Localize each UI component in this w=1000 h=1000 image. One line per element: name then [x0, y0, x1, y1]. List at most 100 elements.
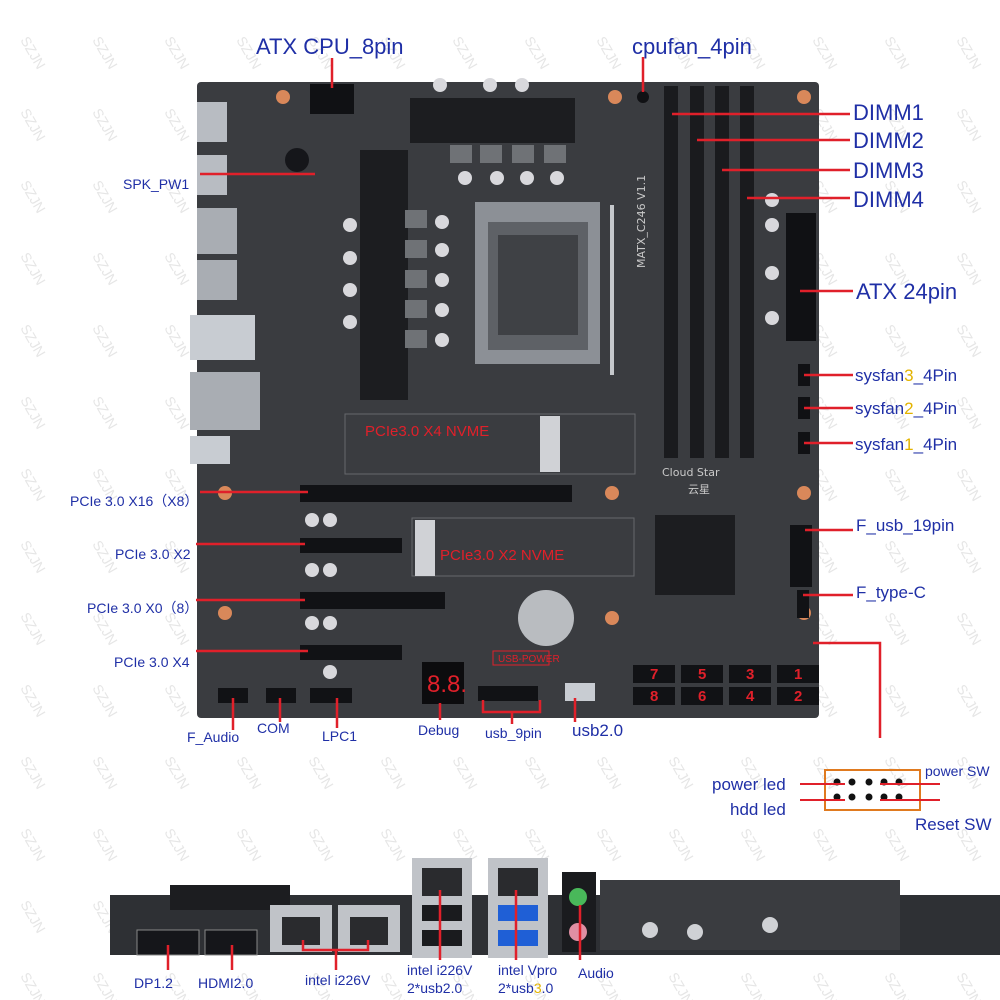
audio-jack-pink: [569, 923, 587, 941]
usb2-port-b: [422, 930, 462, 946]
label-sysfan2: sysfan2_4Pin: [855, 399, 957, 418]
f-type-c-header: [797, 590, 809, 618]
dimm-slot-4: [740, 86, 754, 458]
label-hdmi: HDMI2.0: [198, 975, 253, 991]
watermark-text: SZJN: [881, 682, 912, 720]
board-model-text: MATX_C246 V1.1: [635, 175, 648, 268]
sata-port-number: 6: [698, 688, 706, 705]
sata-port: [633, 687, 675, 705]
sata-port: [729, 665, 771, 683]
sata-port-number: 2: [794, 688, 802, 705]
watermark-text: SZJN: [17, 682, 48, 720]
lan-port-1-jack: [282, 917, 320, 945]
audio-jack-green: [569, 888, 587, 906]
vrm-chokes: [405, 145, 566, 348]
f-audio-header: [218, 688, 248, 703]
vrm-heatsink-top: [410, 98, 575, 143]
watermark-text: SZJN: [953, 394, 984, 432]
dimm-slot-1: [664, 86, 678, 458]
watermark-text: SZJN: [89, 826, 120, 864]
watermark-text: SZJN: [17, 394, 48, 432]
label-vpro: intel Vpro: [498, 962, 557, 978]
label-dp: DP1.2: [134, 975, 173, 991]
rear-io-block: [190, 102, 260, 464]
watermark-text: SZJN: [89, 970, 120, 1000]
watermark-text: SZJN: [881, 610, 912, 648]
watermark-text: SZJN: [377, 826, 408, 864]
watermark-text: SZJN: [881, 322, 912, 360]
watermark-text: SZJN: [89, 682, 120, 720]
buzzer: [285, 148, 309, 172]
usb-power-box: [492, 650, 550, 666]
debug-digits: 8.8.: [427, 671, 467, 698]
label-i226v-b: intel i226V: [407, 962, 473, 978]
sata-port: [681, 665, 723, 683]
label-usb-9pin: usb_9pin: [485, 725, 542, 741]
usb-9pin-header: [478, 686, 538, 701]
watermark-text: SZJN: [593, 826, 624, 864]
nvme-x2-label: PCIe3.0 X2 NVME: [440, 547, 564, 564]
lan-usb2-jack: [422, 868, 462, 896]
watermark-text: SZJN: [305, 826, 336, 864]
atx-cpu-8pin-connector: [310, 84, 354, 114]
watermark-text: SZJN: [665, 826, 696, 864]
vrm-capacitors: [343, 78, 564, 347]
label-usb20: usb2.0: [572, 721, 623, 740]
watermark-text: SZJN: [89, 34, 120, 72]
watermark-text: SZJN: [449, 34, 480, 72]
pcie-x0-slot: [300, 592, 445, 609]
pcie-capacitors: [305, 513, 337, 679]
watermark-text: SZJN: [809, 34, 840, 72]
watermark-text: SZJN: [881, 466, 912, 504]
label-pcie-x2: PCIe 3.0 X2: [115, 546, 191, 562]
callout-labels: ATX CPU_8pin cpufan_4pin DIMM1 DIMM2 DIM…: [70, 34, 957, 745]
watermark-text: SZJN: [161, 250, 192, 288]
label-audio: Audio: [578, 965, 614, 981]
cpufan-header: [637, 91, 649, 103]
watermark-text: SZJN: [953, 682, 984, 720]
watermark-text: SZJN: [17, 970, 48, 1000]
label-cpufan-4pin: cpufan_4pin: [632, 34, 752, 59]
label-vpro-usb: 2*usb3.0: [498, 980, 553, 996]
watermark-text: SZJN: [17, 538, 48, 576]
watermark-text: SZJN: [17, 826, 48, 864]
watermark-text: SZJN: [89, 394, 120, 432]
nvme-x4-label: PCIe3.0 X4 NVME: [365, 423, 489, 440]
dimm-slots: [664, 86, 754, 458]
watermark-text: SZJN: [233, 754, 264, 792]
watermark-text: SZJN: [17, 250, 48, 288]
watermark-text: SZJN: [161, 826, 192, 864]
io-components-right: [600, 880, 900, 950]
mainboard: MATX_C246 V1.1 PCIe3.0 X4 NVME PCIe3.0 X…: [190, 78, 819, 718]
watermark-text: SZJN: [953, 322, 984, 360]
label-dimm2: DIMM2: [853, 128, 924, 153]
watermark-text: SZJN: [17, 322, 48, 360]
sata-port: [633, 665, 675, 683]
label-f-audio: F_Audio: [187, 729, 239, 745]
label-dimm1: DIMM1: [853, 100, 924, 125]
m2-x4-connector: [540, 416, 560, 472]
watermark-text: SZJN: [233, 826, 264, 864]
sata-port: [681, 687, 723, 705]
label-pcie-x4: PCIe 3.0 X4: [114, 654, 190, 670]
label-debug: Debug: [418, 722, 459, 738]
watermark-text: SZJN: [449, 754, 480, 792]
io-labels: DP1.2 HDMI2.0 intel i226V intel i226V 2*…: [134, 962, 614, 996]
watermark-text: SZJN: [737, 970, 768, 1000]
debug-display: [422, 662, 464, 704]
watermark-text: SZJN: [953, 106, 984, 144]
dimm-slot-2: [690, 86, 704, 458]
watermark-text: SZJN: [809, 970, 840, 1000]
front-panel-pins-frame: [824, 769, 921, 811]
rear-io-photo: [110, 858, 1000, 958]
label-sysfan3: sysfan3_4Pin: [855, 366, 957, 385]
watermark-text: SZJN: [593, 754, 624, 792]
pcie-x16-slot: [300, 485, 572, 502]
watermark-text: SZJN: [953, 34, 984, 72]
watermark-text: SZJN: [593, 34, 624, 72]
sata-port-number: 5: [698, 666, 706, 683]
label-sysfan1: sysfan1_4Pin: [855, 435, 957, 454]
label-atx-24pin: ATX 24pin: [856, 279, 957, 304]
com-header: [266, 688, 296, 703]
